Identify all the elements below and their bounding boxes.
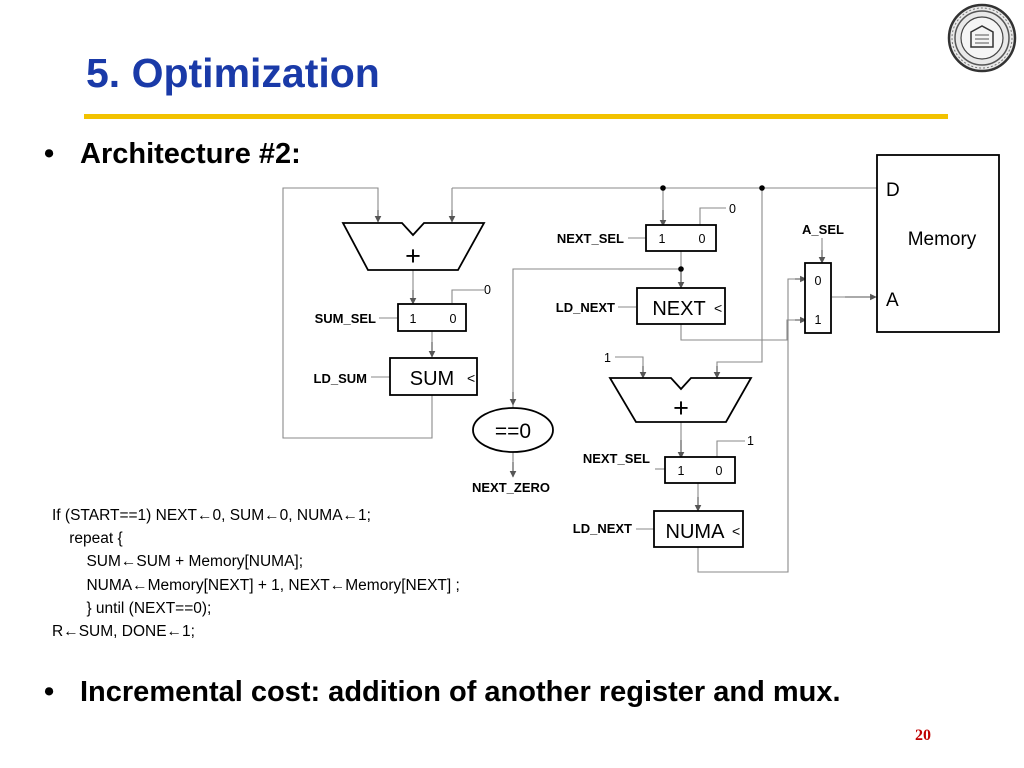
bullet-dot: • — [44, 676, 55, 708]
adder-bottom-const: 1 — [604, 351, 611, 365]
sum-mux-in1: 1 — [410, 312, 417, 326]
sum-mux-const: 0 — [484, 283, 491, 297]
pseudocode-block: If (START==1) NEXT←0, SUM←0, NUMA←1; rep… — [52, 504, 460, 643]
clock-icon: < — [714, 300, 722, 316]
next-mux-top: 1 0 — [645, 224, 717, 252]
code-line: R←SUM, DONE←1; — [52, 623, 195, 641]
a-sel-label: A_SEL — [802, 222, 844, 237]
junction-dot — [759, 185, 765, 191]
next-register-label: NEXT — [652, 298, 705, 320]
a-mux-in0: 0 — [815, 274, 822, 288]
numa-mux: 1 0 — [664, 456, 736, 484]
memory-block: D Memory A — [876, 154, 1000, 333]
sum-register-label: SUM — [410, 368, 454, 390]
sum-register: SUM < — [389, 357, 478, 396]
adder-top: + — [341, 222, 486, 271]
university-seal-logo — [947, 3, 1017, 73]
code-line: repeat { — [52, 530, 123, 548]
next-mux-top-in0: 0 — [699, 232, 706, 246]
code-line: If (START==1) NEXT←0, SUM←0, NUMA←1; — [52, 507, 371, 524]
next-mux-top-in1: 1 — [659, 232, 666, 246]
ld-sum-label: LD_SUM — [314, 371, 367, 386]
a-mux: 0 1 — [804, 262, 832, 334]
ld-numa-label: LD_NEXT — [573, 521, 632, 536]
sum-mux-in0: 0 — [450, 312, 457, 326]
memory-d-port: D — [886, 180, 900, 201]
memory-label: Memory — [908, 229, 977, 250]
next-zero-label: NEXT_ZERO — [472, 480, 550, 495]
adder-top-symbol: + — [405, 241, 421, 271]
adder-bottom-symbol: + — [673, 393, 689, 423]
slide-title: 5. Optimization — [86, 50, 380, 96]
compare-label: ==0 — [495, 420, 531, 443]
bullet-incremental-cost-text: Incremental cost: addition of another re… — [80, 676, 841, 708]
numa-mux-in1: 1 — [678, 464, 685, 478]
memory-a-port: A — [886, 290, 899, 311]
numa-mux-in0: 0 — [716, 464, 723, 478]
clock-icon: < — [467, 370, 475, 386]
next-mux-top-const: 0 — [729, 202, 736, 216]
zero-compare: ==0 — [472, 407, 554, 453]
page-number: 20 — [915, 727, 931, 744]
sum-mux: 1 0 — [397, 303, 467, 332]
ld-next-label: LD_NEXT — [556, 300, 615, 315]
code-line: SUM←SUM + Memory[NUMA]; — [52, 553, 304, 571]
sum-sel-label: SUM_SEL — [315, 311, 376, 326]
next-register: NEXT < — [636, 287, 726, 325]
next-sel-bottom-label: NEXT_SEL — [583, 451, 650, 466]
numa-register-label: NUMA — [666, 521, 726, 543]
bullet-dot: • — [44, 138, 55, 170]
numa-mux-const: 1 — [747, 434, 754, 448]
title-underline — [84, 114, 948, 119]
next-sel-top-label: NEXT_SEL — [557, 231, 624, 246]
adder-bottom: + — [608, 377, 753, 423]
bullet-architecture-text: Architecture #2: — [80, 138, 301, 170]
numa-register: NUMA < — [653, 510, 744, 548]
junction-dot — [660, 185, 666, 191]
a-mux-in1: 1 — [815, 313, 822, 327]
code-line: NUMA←Memory[NEXT] + 1, NEXT←Memory[NEXT]… — [52, 576, 460, 594]
junction-dot — [678, 266, 684, 272]
code-line: } until (NEXT==0); — [52, 599, 212, 617]
clock-icon: < — [732, 523, 740, 539]
